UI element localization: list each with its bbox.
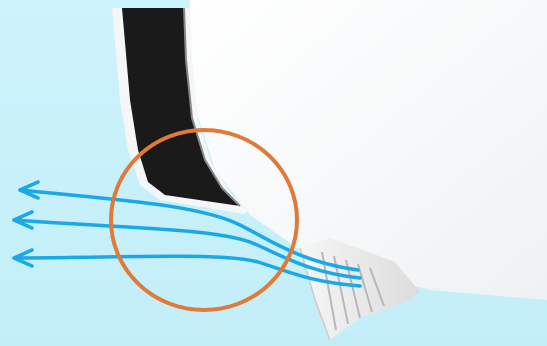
product-illustration (0, 0, 547, 346)
illustration-canvas (0, 0, 547, 346)
